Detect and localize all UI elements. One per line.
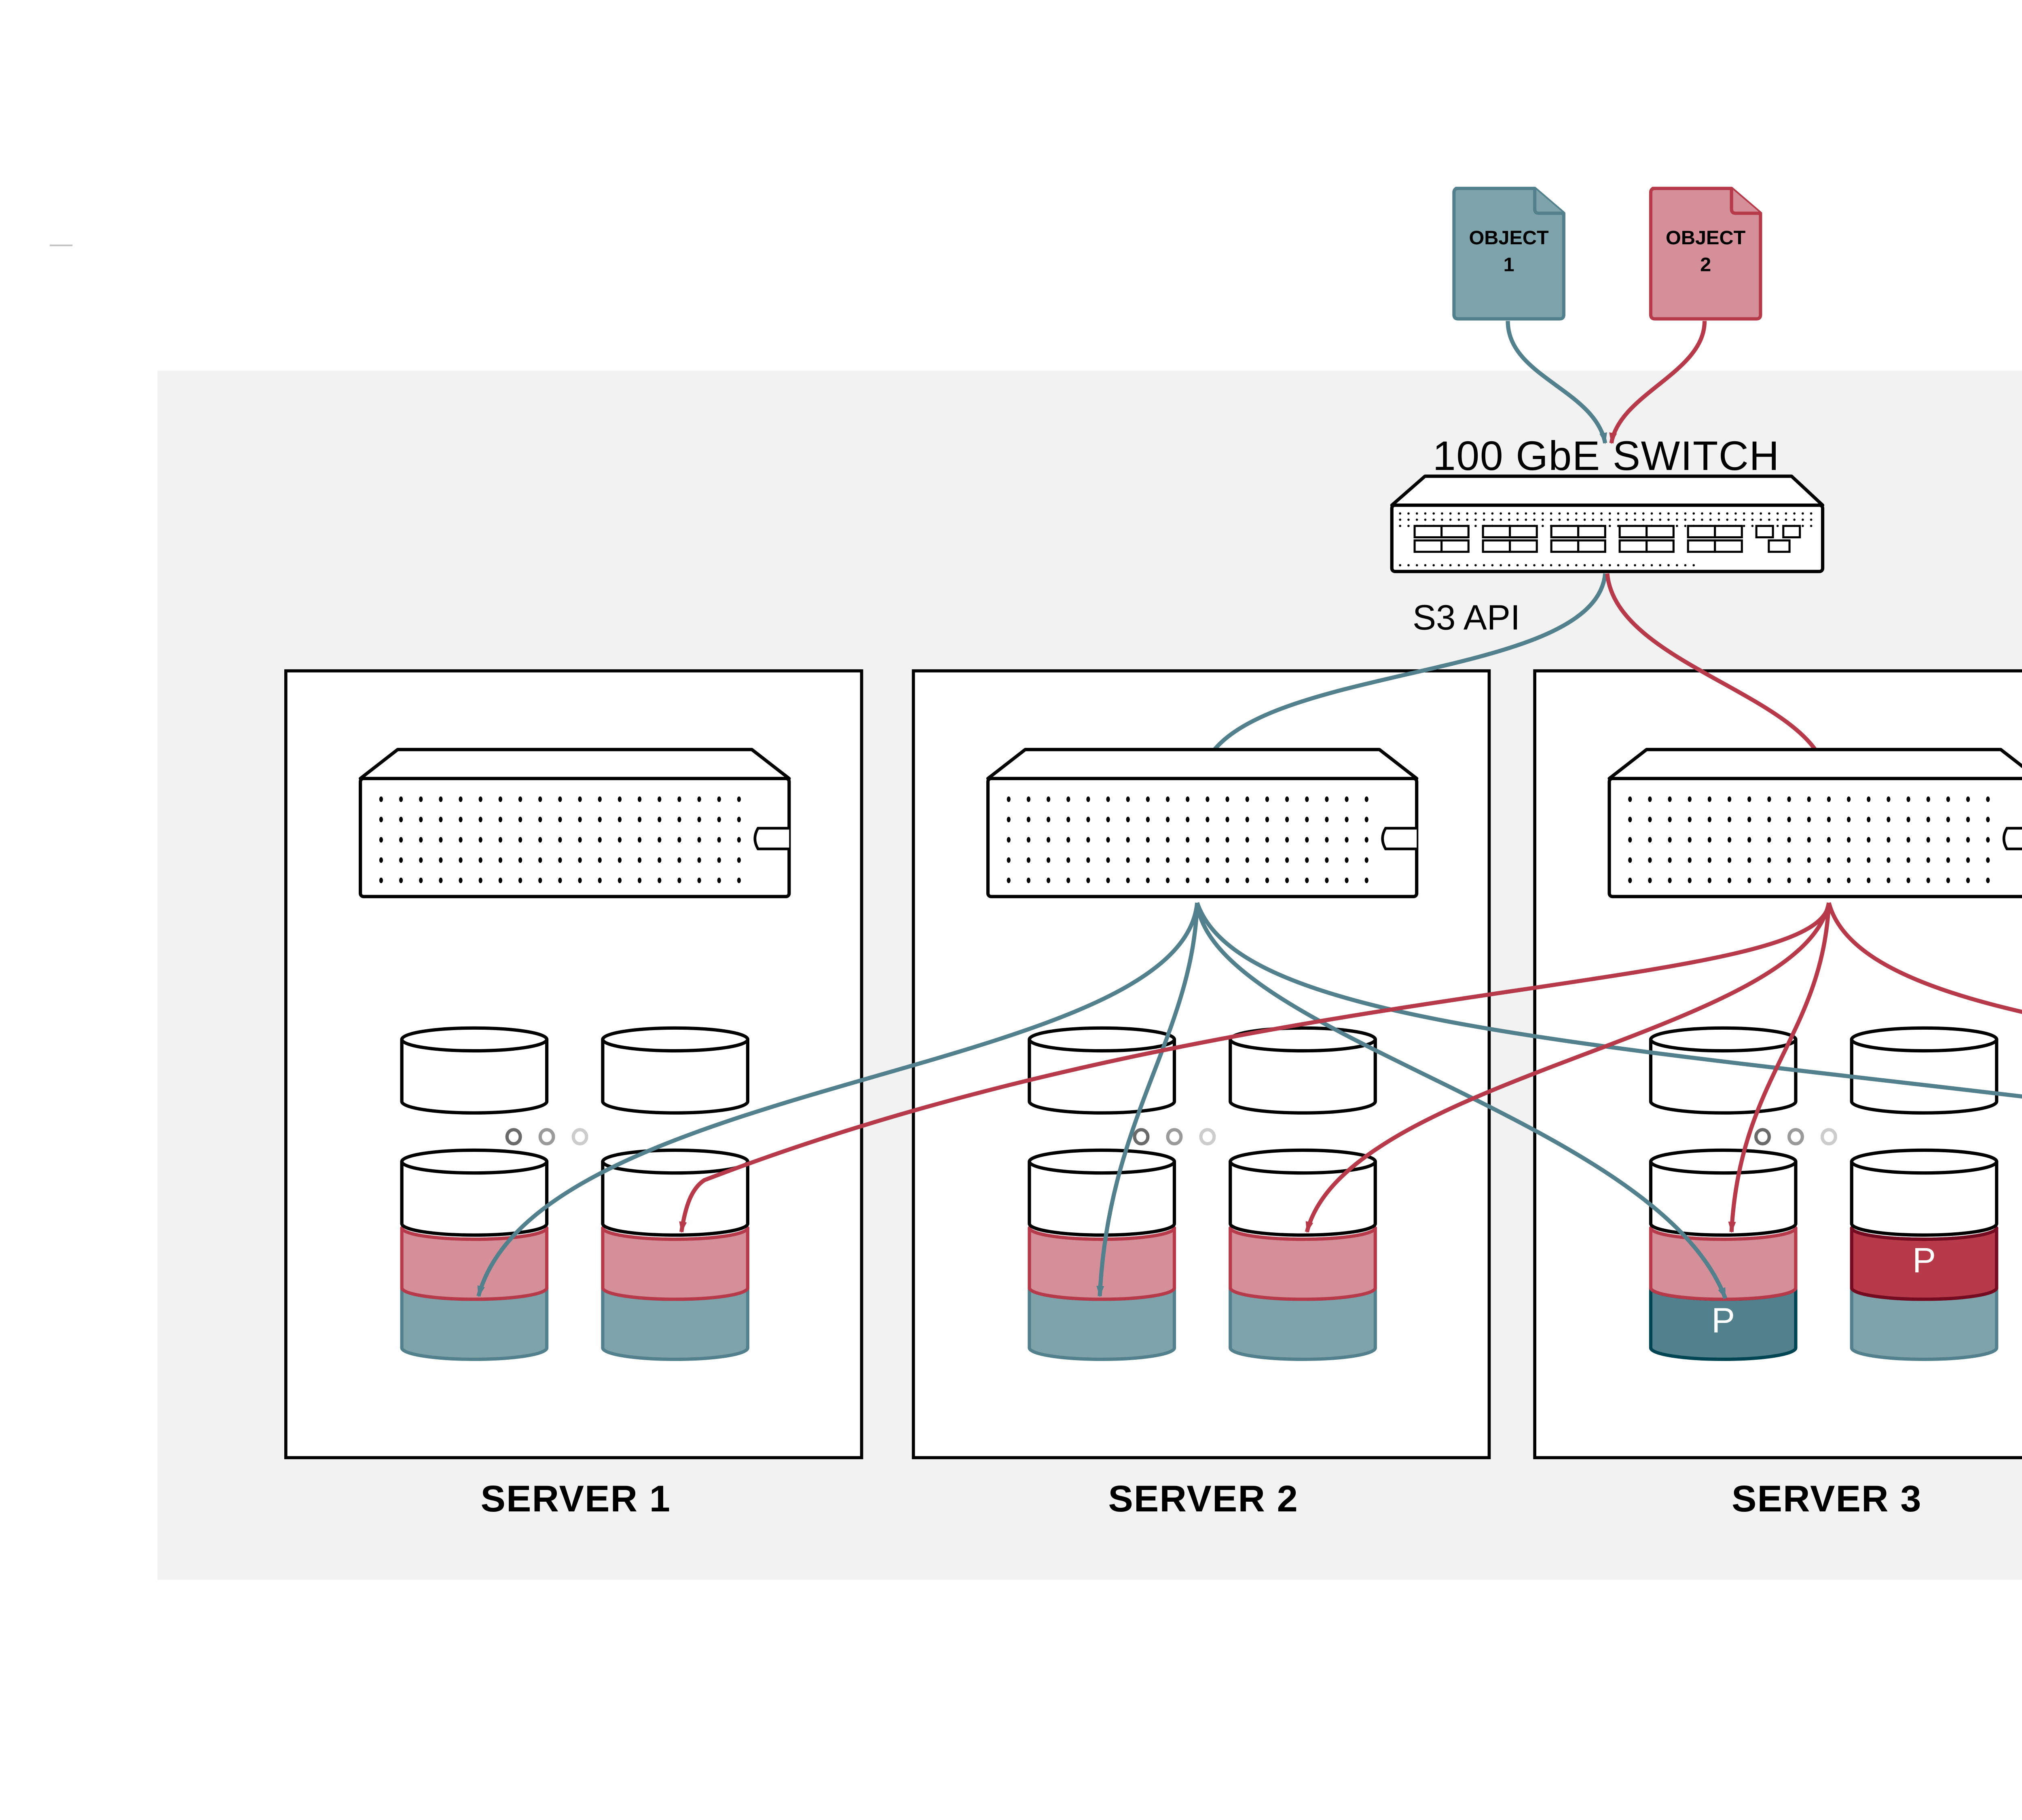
file-icon — [1649, 186, 1762, 321]
switch-port — [1440, 525, 1470, 539]
ellipsis-icon — [1754, 1128, 1837, 1146]
switch-port — [1413, 525, 1443, 539]
object-2-file[interactable]: OBJECT 2 — [1649, 186, 1762, 321]
switch-port — [1646, 539, 1675, 553]
switch-to-server-3-arrow — [1605, 573, 1827, 770]
switch-port — [1482, 539, 1511, 553]
switch-port — [1646, 525, 1675, 539]
switch-to-server-2-arrow — [1201, 573, 1607, 769]
object-1-chunk-arrow-server-2 — [1096, 902, 1199, 1297]
switch-front — [1390, 504, 1825, 574]
object-2-data-chunk — [1229, 1226, 1377, 1301]
switch-port — [1618, 525, 1648, 539]
disk-icon — [1028, 1148, 1176, 1237]
object-2-number: 2 — [1700, 254, 1711, 276]
object-2-chunk-arrow-server-1 — [679, 902, 1831, 1233]
server-node: PP — [1607, 748, 2022, 1361]
object-2-chunk-arrow-server-2 — [1305, 902, 1831, 1233]
file-icon — [1452, 186, 1565, 321]
disk-icon — [1850, 1148, 1999, 1237]
switch-port — [1482, 525, 1511, 539]
s3-api-label: S3 API — [1413, 598, 1520, 637]
switch-port — [1618, 539, 1648, 553]
object-1-number: 1 — [1504, 254, 1514, 276]
parity-label: P — [1912, 1241, 1936, 1280]
object-2-parity-chunk: P — [1850, 1226, 1999, 1301]
object-2-label: OBJECT — [1666, 227, 1746, 249]
object-1-chunk-arrow-server-1 — [476, 902, 1199, 1297]
switch-top — [1390, 474, 1825, 507]
disk-icon — [1028, 1026, 1176, 1115]
object-2-to-switch-arrow — [1609, 321, 1707, 444]
disk-icon — [1229, 1026, 1377, 1115]
object-1-parity-arrow-server-n — [1195, 902, 2022, 1099]
disk-icon — [1229, 1148, 1377, 1237]
switch-port — [1714, 525, 1743, 539]
switch-port — [1413, 539, 1443, 553]
switch-port — [1550, 525, 1580, 539]
switch-port — [1509, 539, 1538, 553]
switch-port — [1577, 525, 1606, 539]
object-2-data-chunk — [400, 1226, 549, 1301]
server-1-label: SERVER 1 — [480, 1478, 671, 1519]
server-2-label: SERVER 2 — [1108, 1478, 1299, 1519]
disk-icon — [1649, 1148, 1798, 1237]
object-1-parity-arrow-server-3 — [1195, 902, 1728, 1299]
switch-port — [1440, 539, 1470, 553]
server-chassis-icon[interactable] — [359, 748, 791, 898]
switch-port — [1687, 539, 1716, 553]
server-chassis-icon[interactable] — [1607, 748, 2022, 898]
ellipsis-icon — [505, 1128, 588, 1146]
disk-icon — [400, 1026, 549, 1115]
server-3-label: SERVER 3 — [1732, 1478, 1922, 1519]
parity-label: P — [1711, 1301, 1735, 1340]
switch-port — [1509, 525, 1538, 539]
object-2-data-chunk — [601, 1226, 750, 1301]
ellipsis-icon — [1133, 1128, 1216, 1146]
server-chassis-icon[interactable] — [986, 748, 1419, 898]
object-2-chunk-arrow-server-3 — [1728, 902, 1831, 1233]
switch-port — [1687, 525, 1716, 539]
disk-icon — [400, 1148, 549, 1237]
switch-port — [1550, 539, 1580, 553]
disk-icon — [601, 1026, 750, 1115]
server-node — [986, 748, 1419, 1361]
network-switch-icon[interactable] — [1390, 474, 1825, 574]
object-1-file[interactable]: OBJECT 1 — [1452, 186, 1565, 321]
disk-icon — [1850, 1026, 1999, 1115]
switch-label: 100 GbE SWITCH — [1433, 432, 1780, 479]
object-1-to-switch-arrow — [1506, 321, 1607, 444]
object-2-parity-arrow-server-n — [1827, 902, 2022, 1014]
server-node — [359, 748, 791, 1361]
switch-port — [1714, 539, 1743, 553]
object-1-label: OBJECT — [1469, 227, 1549, 249]
switch-port — [1577, 539, 1606, 553]
